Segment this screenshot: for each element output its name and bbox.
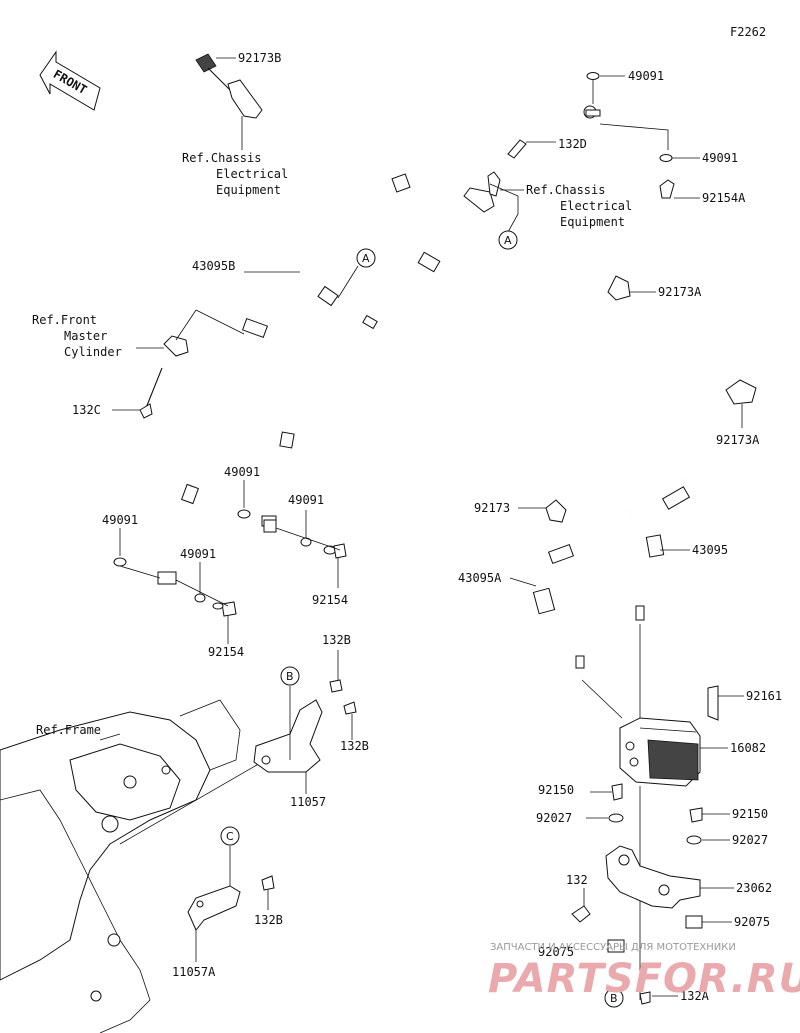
callout-a-left: A <box>356 248 376 268</box>
svg-text:A: A <box>362 252 370 265</box>
abs-unit <box>619 685 744 1000</box>
part-92173: 92173 <box>474 501 510 515</box>
ref-front-3: Cylinder <box>64 345 122 359</box>
connector-92173b <box>195 53 263 150</box>
upper-brake-hose <box>381 72 700 481</box>
part-92173a-upper: 92173A <box>658 285 702 299</box>
part-11057: 11057 <box>290 795 326 809</box>
part-92154-a: 92154 <box>312 593 348 607</box>
diagram-code: F2262 <box>730 25 766 39</box>
bracket-11057a <box>187 846 275 962</box>
watermark-line1: ЗАПЧАСТИ И АКСЕССУАРЫ ДЛЯ МОТОТЕХНИКИ <box>490 942 736 953</box>
part-92150-left: 92150 <box>538 783 574 797</box>
ref-chassis-top-1: Ref.Chassis <box>182 151 261 165</box>
ref-chassis-right-3: Equipment <box>560 215 625 229</box>
hardware-left <box>113 480 347 644</box>
clamp-92173a-upper <box>607 275 656 301</box>
clamp-92173 <box>518 499 567 523</box>
part-23062: 23062 <box>736 881 772 895</box>
part-49091-right: 49091 <box>702 151 738 165</box>
callout-b-bottom: B <box>604 988 624 1008</box>
abs-hoses <box>509 479 691 719</box>
part-49091-l1: 49091 <box>224 465 260 479</box>
part-49091-l2: 49091 <box>288 493 324 507</box>
part-43095: 43095 <box>692 543 728 557</box>
callout-a-right: A <box>498 230 518 250</box>
abs-bracket <box>571 783 734 1005</box>
ref-chassis-right-2: Electrical <box>560 199 632 213</box>
part-49091-l4: 49091 <box>180 547 216 561</box>
watermark: ЗАПЧАСТИ И АКСЕССУАРЫ ДЛЯ МОТОТЕХНИКИ PA… <box>488 942 800 1002</box>
svg-text:A: A <box>504 234 512 247</box>
callout-b-top: B <box>280 666 300 686</box>
ref-chassis-top-3: Equipment <box>216 183 281 197</box>
front-brake-hose <box>157 262 635 585</box>
part-43095a: 43095A <box>458 571 502 585</box>
callout-c: C <box>220 826 240 846</box>
svg-text:C: C <box>226 830 234 843</box>
part-132c: 132C <box>72 403 101 417</box>
part-49091-top: 49091 <box>628 69 664 83</box>
ref-front-1: Ref.Front <box>32 313 97 327</box>
part-11057a: 11057A <box>172 965 216 979</box>
part-92027-right: 92027 <box>732 833 768 847</box>
ref-frame: Ref.Frame <box>36 723 101 737</box>
svg-text:B: B <box>610 992 618 1005</box>
part-16082: 16082 <box>730 741 766 755</box>
part-132: 132 <box>566 873 588 887</box>
ref-chassis-top-2: Electrical <box>216 167 288 181</box>
part-92173b: 92173B <box>238 51 281 65</box>
part-132d: 132D <box>558 137 587 151</box>
front-arrow-icon: FRONT <box>39 50 101 111</box>
clamp-92173a-lower <box>725 379 757 428</box>
part-132a: 132A <box>680 989 710 1003</box>
bracket-11057 <box>253 650 357 794</box>
part-132b-top: 132B <box>322 633 351 647</box>
part-92150-right: 92150 <box>732 807 768 821</box>
part-92075-left: 92075 <box>538 945 574 959</box>
part-49091-l3: 49091 <box>102 513 138 527</box>
part-132b-bottom: 132B <box>254 913 283 927</box>
ref-front-2: Master <box>64 329 107 343</box>
part-92173a-lower: 92173A <box>716 433 760 447</box>
part-92075-right: 92075 <box>734 915 770 929</box>
part-92161: 92161 <box>746 689 782 703</box>
part-92154-b: 92154 <box>208 645 244 659</box>
watermark-logo: PARTSFOR.RU <box>488 956 800 1002</box>
ref-chassis-right-1: Ref.Chassis <box>526 183 605 197</box>
part-92154a: 92154A <box>702 191 746 205</box>
part-43095b: 43095B <box>192 259 235 273</box>
frame-section <box>0 699 263 1033</box>
master-cylinder-bracket <box>112 309 245 419</box>
part-132b-mid: 132B <box>340 739 369 753</box>
part-92027-left: 92027 <box>536 811 572 825</box>
svg-text:B: B <box>286 670 294 683</box>
